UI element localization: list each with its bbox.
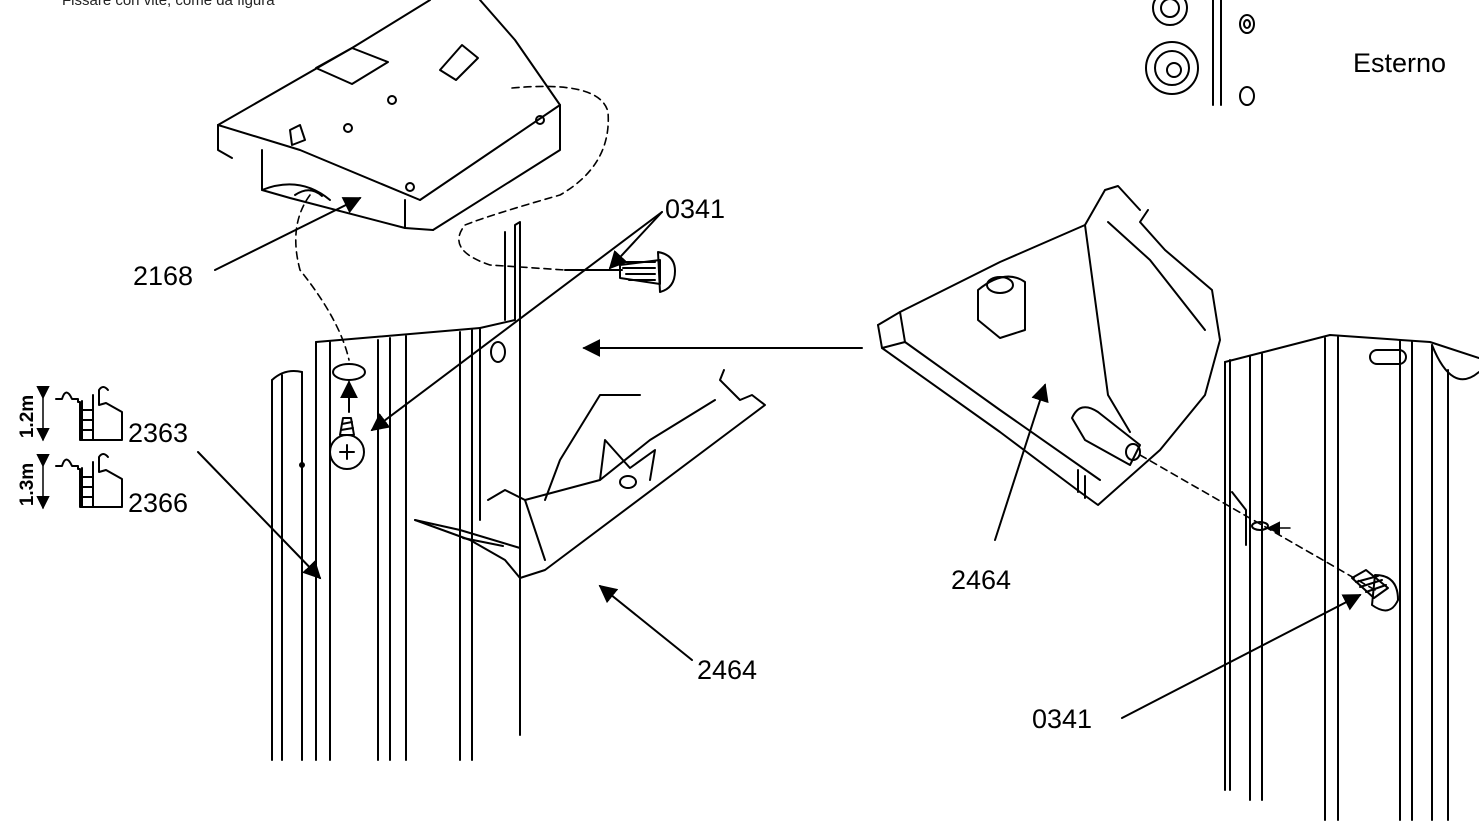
height-label-1-2m: 1.2m	[17, 394, 39, 439]
ladder-icon-2366	[55, 453, 123, 508]
screw-0341-right	[1351, 569, 1399, 612]
cover-2464-left	[414, 369, 766, 579]
part-label-2168: 2168	[133, 261, 194, 291]
right-post	[1224, 334, 1479, 821]
part-label-0341-right: 0341	[1032, 704, 1093, 734]
cover-2464-right	[877, 185, 1221, 506]
part-label-2464-right: 2464	[951, 565, 1012, 595]
part-label-0341-top: 0341	[665, 194, 726, 224]
side-label: Esterno	[1353, 48, 1447, 78]
washer-detail	[1145, 0, 1255, 106]
ladder-icon-2363	[55, 386, 123, 441]
screw-0341-top	[619, 251, 676, 293]
left-post	[271, 221, 521, 761]
height-label-1-3m: 1.3m	[17, 462, 39, 507]
caption: Fissare con vite, come da figura	[62, 0, 275, 9]
leader-lines	[197, 197, 1362, 719]
part-label-2464-left: 2464	[697, 655, 758, 685]
part-label-2366: 2366	[128, 488, 189, 518]
screw-post-left	[329, 417, 365, 470]
dashed-guides	[295, 85, 1376, 591]
part-label-2363: 2363	[128, 418, 189, 448]
bracket-2168	[217, 0, 561, 231]
